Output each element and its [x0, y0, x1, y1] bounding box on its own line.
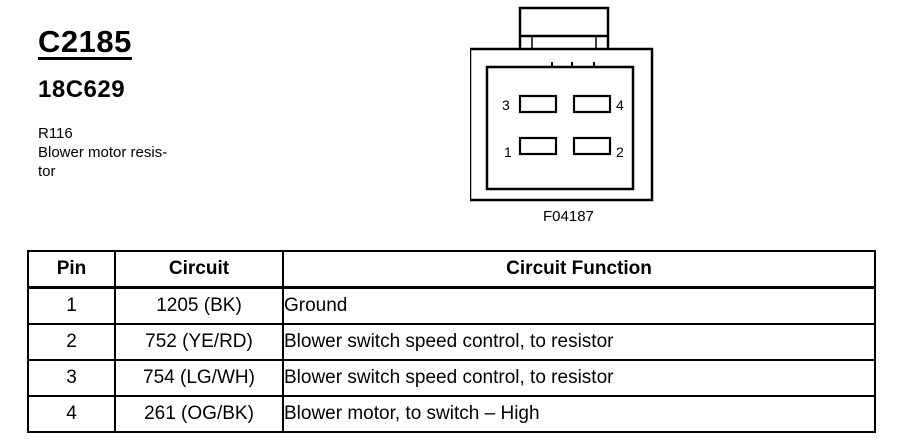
cell-function: Blower switch speed control, to resistor — [282, 359, 876, 397]
connector-face — [485, 65, 635, 191]
cell-pin: 3 — [27, 359, 116, 397]
cell-function: Ground — [282, 286, 876, 325]
header-circuit-function: Circuit Function — [282, 250, 876, 289]
pin-label-3: 3 — [502, 97, 510, 113]
header-pin: Pin — [27, 250, 116, 289]
table-row: 4 261 (OG/BK) Blower motor, to switch – … — [27, 395, 876, 433]
cell-pin: 2 — [27, 323, 116, 361]
connector-face-diagram: 3 4 1 2 — [470, 6, 654, 202]
figure-code: F04187 — [543, 208, 594, 225]
pin-cavity-3 — [518, 94, 558, 114]
table-row: 1 1205 (BK) Ground — [27, 286, 876, 325]
table-row: 2 752 (YE/RD) Blower switch speed contro… — [27, 323, 876, 361]
pin-label-4: 4 — [616, 97, 624, 113]
cell-circuit: 1205 (BK) — [114, 286, 284, 325]
table-header-row: Pin Circuit Circuit Function — [27, 250, 876, 289]
connector-id: C2185 — [38, 24, 132, 59]
description-line-1: Blower motor resis- — [38, 144, 168, 161]
pin-cavity-4 — [572, 94, 612, 114]
pin-label-2: 2 — [616, 144, 624, 160]
pinout-table: Pin Circuit Circuit Function 1 1205 (BK)… — [27, 250, 876, 433]
cell-circuit: 754 (LG/WH) — [114, 359, 284, 397]
pin-cavity-2 — [572, 136, 612, 156]
connector-description: R116 Blower motor resis- tor — [38, 124, 167, 181]
pin-cavity-1 — [518, 136, 558, 156]
description-line-2: tor — [38, 163, 56, 180]
part-number: 18C629 — [38, 76, 126, 103]
cell-circuit: 261 (OG/BK) — [114, 395, 284, 433]
cell-pin: 4 — [27, 395, 116, 433]
cell-function: Blower switch speed control, to resistor — [282, 323, 876, 361]
table-row: 3 754 (LG/WH) Blower switch speed contro… — [27, 359, 876, 397]
cell-function: Blower motor, to switch – High — [282, 395, 876, 433]
cell-circuit: 752 (YE/RD) — [114, 323, 284, 361]
pin-label-1: 1 — [504, 144, 512, 160]
header-circuit: Circuit — [114, 250, 284, 289]
component-ref: R116 — [38, 125, 73, 142]
cell-pin: 1 — [27, 286, 116, 325]
